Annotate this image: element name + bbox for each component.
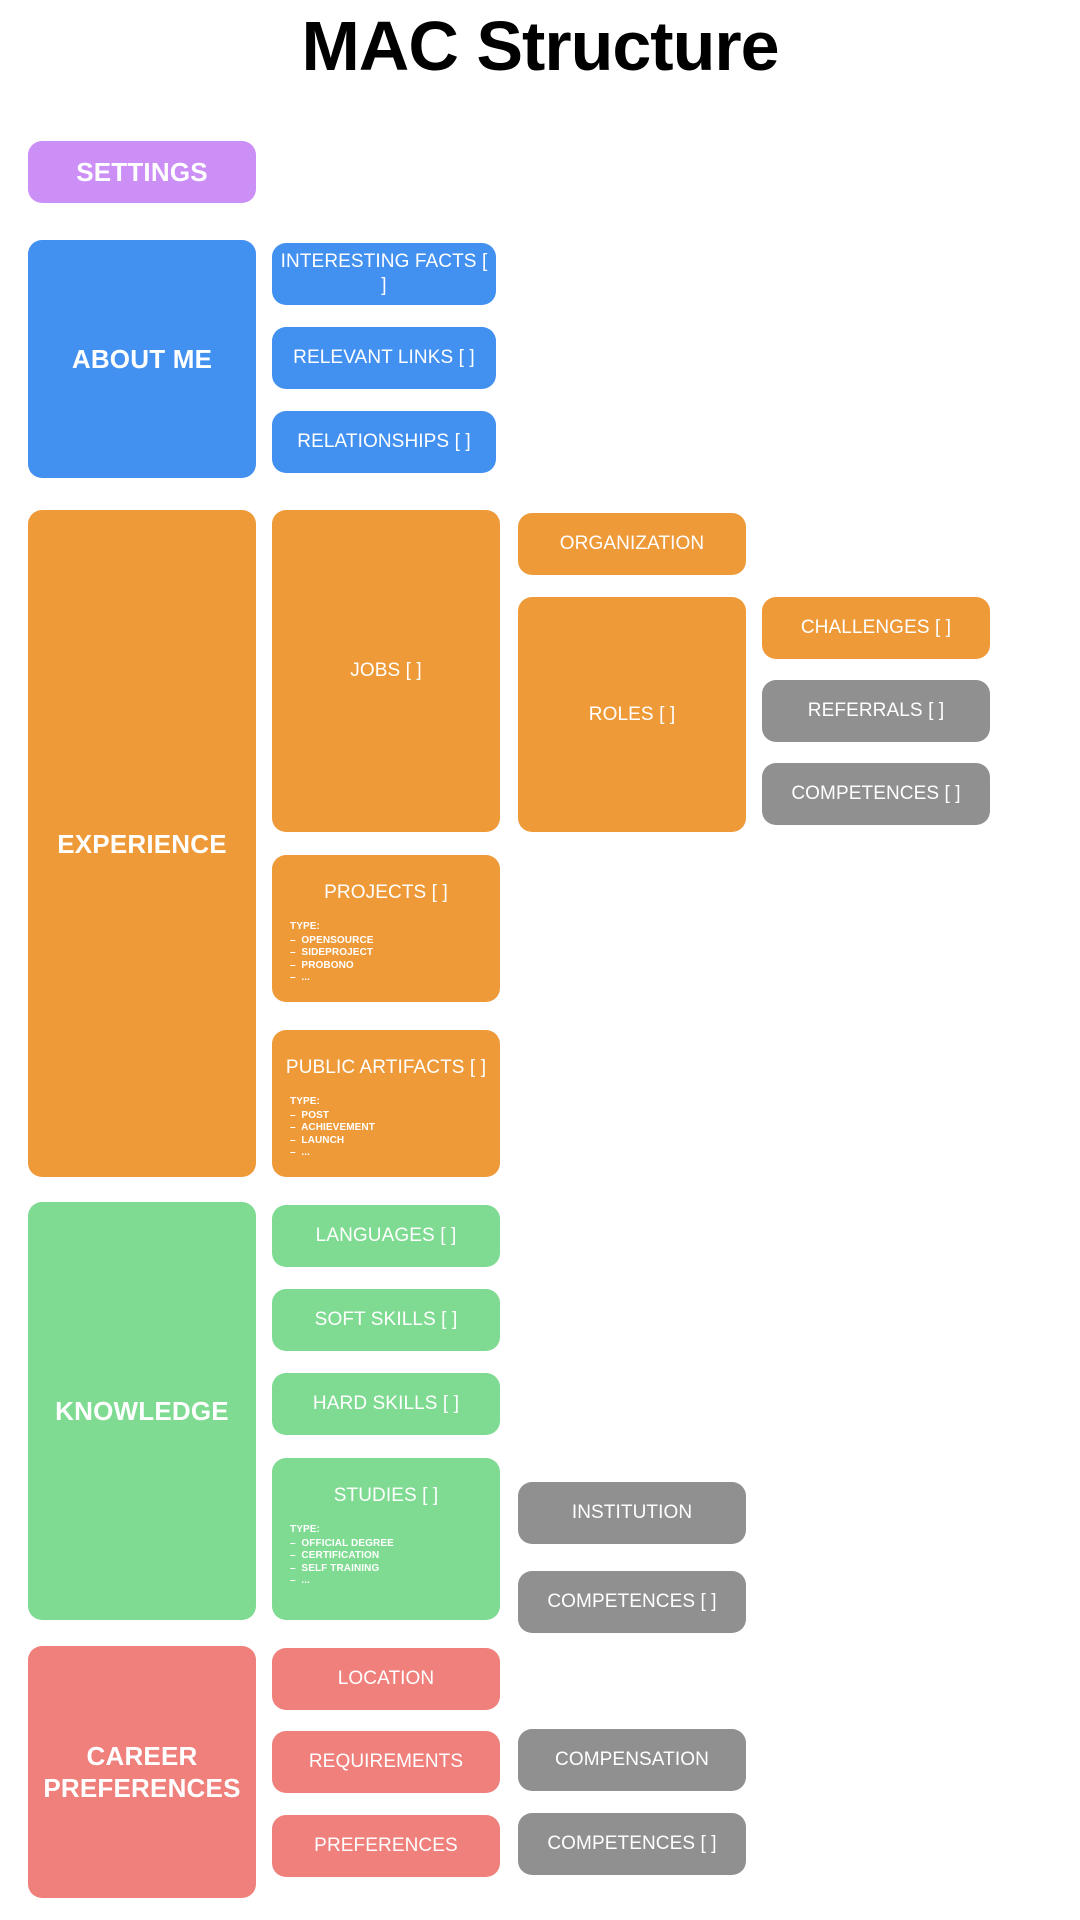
node-knowledge-label: KNOWLEDGE — [55, 1396, 229, 1426]
page-title: MAC Structure — [301, 7, 779, 85]
node-relationships[interactable]: RELATIONSHIPS [ ] — [272, 411, 496, 473]
type-item: – OPENSOURCE — [290, 934, 374, 946]
type-item: – ACHIEVEMENT — [290, 1122, 375, 1133]
type-item: – LAUNCH — [290, 1134, 345, 1146]
type-item: – PROBONO — [290, 959, 354, 971]
node-preferences[interactable]: PREFERENCES — [272, 1815, 500, 1877]
type-item: – SELF TRAINING — [290, 1562, 380, 1574]
node-studies-label: STUDIES [ ] — [333, 1485, 439, 1506]
node-organization-label: ORGANIZATION — [559, 533, 705, 554]
node-projects[interactable]: PROJECTS [ ] TYPE: – OPENSOURCE – SIDEPR… — [272, 855, 500, 1002]
node-roles-label: ROLES [ ] — [588, 703, 676, 725]
type-heading: TYPE: — [290, 1096, 320, 1107]
node-public-artifacts[interactable]: PUBLIC ARTIFACTS [ ] TYPE: – POST – ACHI… — [272, 1030, 500, 1177]
node-career-preferences[interactable]: CAREER PREFERENCES — [28, 1646, 256, 1898]
type-item: – POST — [290, 1109, 330, 1121]
node-hard-skills-label: HARD SKILLS [ ] — [312, 1393, 460, 1414]
node-requirements[interactable]: REQUIREMENTS — [272, 1731, 500, 1793]
node-requirements-label: REQUIREMENTS — [308, 1751, 464, 1772]
node-public-artifacts-type-list: TYPE: – POST – ACHIEVEMENT – LAUNCH – ..… — [272, 1096, 375, 1160]
type-item: – ... — [290, 1575, 311, 1586]
type-heading: TYPE: — [290, 921, 320, 932]
node-languages[interactable]: LANGUAGES [ ] — [272, 1205, 500, 1267]
node-about-me-label: ABOUT ME — [71, 344, 213, 374]
node-projects-label: PROJECTS [ ] — [324, 882, 448, 903]
node-knowledge[interactable]: KNOWLEDGE — [28, 1202, 256, 1620]
node-soft-skills[interactable]: SOFT SKILLS [ ] — [272, 1289, 500, 1351]
node-relevant-links[interactable]: RELEVANT LINKS [ ] — [272, 327, 496, 389]
node-compensation[interactable]: COMPENSATION — [518, 1729, 746, 1791]
node-competences-career[interactable]: COMPETENCES [ ] — [518, 1813, 746, 1875]
node-relevant-links-label: RELEVANT LINKS [ ] — [293, 347, 475, 368]
node-preferences-label: PREFERENCES — [314, 1835, 458, 1856]
node-competences-roles[interactable]: COMPETENCES [ ] — [762, 763, 990, 825]
node-hard-skills[interactable]: HARD SKILLS [ ] — [272, 1373, 500, 1435]
node-organization[interactable]: ORGANIZATION — [518, 513, 746, 575]
node-public-artifacts-label: PUBLIC ARTIFACTS [ ] — [285, 1057, 487, 1078]
node-competences-studies[interactable]: COMPETENCES [ ] — [518, 1571, 746, 1633]
node-competences-studies-label: COMPETENCES [ ] — [547, 1591, 717, 1612]
node-location-label: LOCATION — [337, 1668, 435, 1689]
type-item: – OFFICIAL DEGREE — [290, 1537, 394, 1549]
node-jobs[interactable]: JOBS [ ] — [272, 510, 500, 832]
node-relationships-label: RELATIONSHIPS [ ] — [297, 431, 471, 452]
node-institution[interactable]: INSTITUTION — [518, 1482, 746, 1544]
node-about-me[interactable]: ABOUT ME — [28, 240, 256, 478]
node-career-preferences-label-line2: PREFERENCES — [43, 1773, 241, 1803]
node-interesting-facts[interactable]: INTERESTING FACTS [ ] — [272, 243, 496, 305]
node-career-preferences-label-line1: CAREER — [86, 1741, 198, 1771]
node-experience-label: EXPERIENCE — [57, 828, 227, 859]
node-referrals[interactable]: REFERRALS [ ] — [762, 680, 990, 742]
node-challenges-label: CHALLENGES [ ] — [800, 617, 952, 638]
type-item: – ... — [290, 1147, 311, 1158]
type-item: – SIDEPROJECT — [290, 947, 374, 958]
node-roles[interactable]: ROLES [ ] — [518, 597, 746, 832]
node-referrals-label: REFERRALS [ ] — [807, 700, 945, 721]
node-compensation-label: COMPENSATION — [555, 1749, 709, 1770]
type-heading: TYPE: — [290, 1524, 320, 1535]
node-jobs-label: JOBS [ ] — [350, 660, 422, 681]
node-studies[interactable]: STUDIES [ ] TYPE: – OFFICIAL DEGREE – CE… — [272, 1458, 500, 1620]
node-competences-career-label: COMPETENCES [ ] — [547, 1833, 717, 1854]
node-projects-type-list: TYPE: – OPENSOURCE – SIDEPROJECT – PROBO… — [272, 921, 374, 985]
node-experience[interactable]: EXPERIENCE — [28, 510, 256, 1177]
node-settings[interactable]: SETTINGS — [28, 141, 256, 203]
node-settings-label: SETTINGS — [76, 157, 208, 187]
node-soft-skills-label: SOFT SKILLS [ ] — [314, 1309, 458, 1330]
type-item: – CERTIFICATION — [290, 1550, 380, 1561]
node-location[interactable]: LOCATION — [272, 1648, 500, 1710]
node-studies-type-list: TYPE: – OFFICIAL DEGREE – CERTIFICATION … — [272, 1524, 394, 1588]
node-challenges[interactable]: CHALLENGES [ ] — [762, 597, 990, 659]
node-institution-label: INSTITUTION — [571, 1502, 693, 1523]
node-interesting-facts-label: INTERESTING FACTS [ ] — [280, 251, 488, 296]
node-languages-label: LANGUAGES [ ] — [315, 1225, 457, 1246]
node-competences-roles-label: COMPETENCES [ ] — [791, 783, 961, 804]
type-item: – ... — [290, 972, 311, 983]
